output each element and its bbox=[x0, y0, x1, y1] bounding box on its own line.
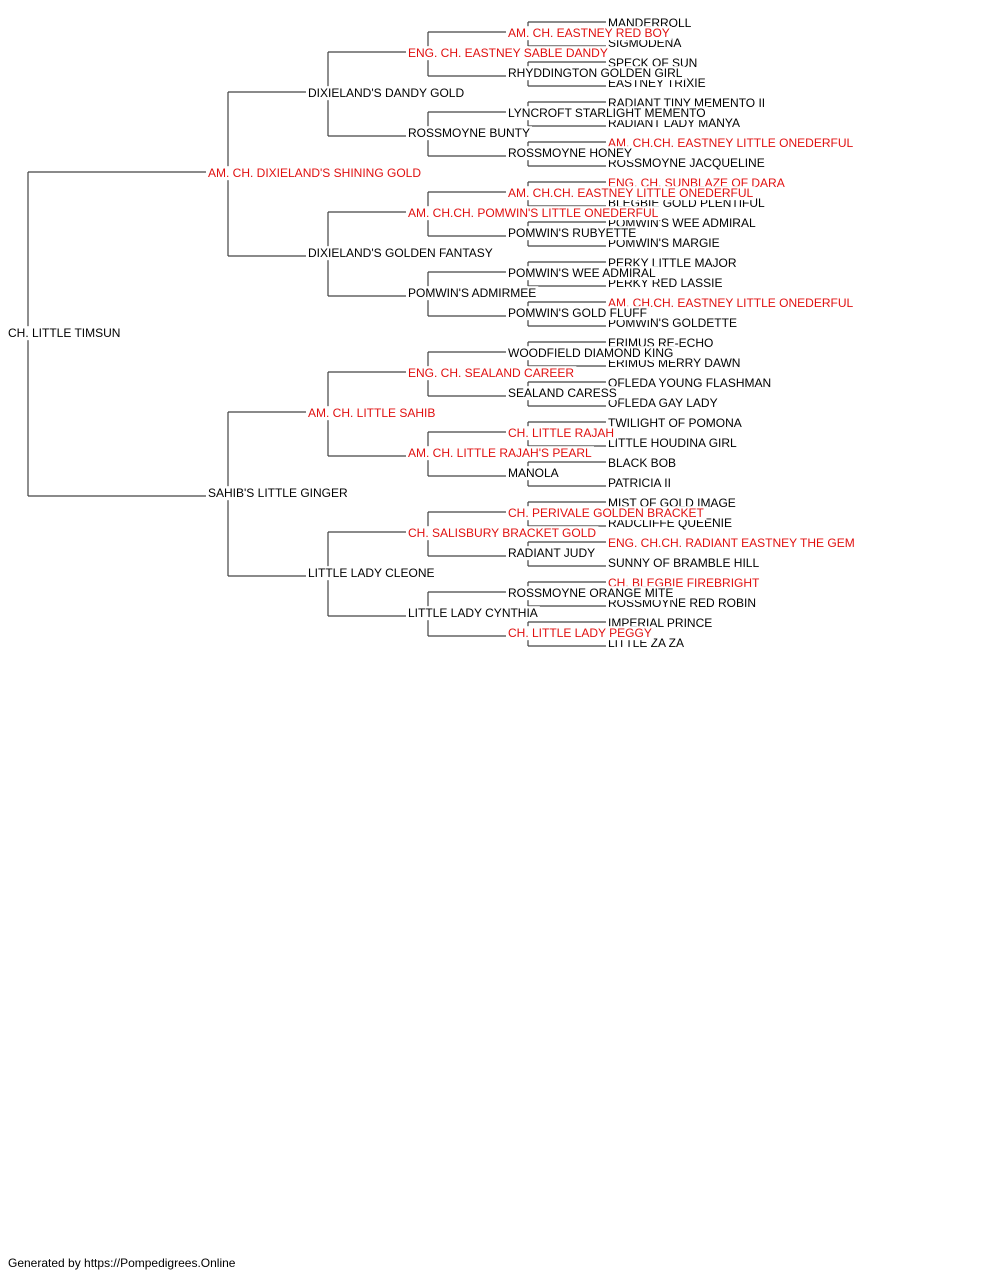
label-background bbox=[406, 526, 599, 541]
dog-name: RHYDDINGTON GOLDEN GIRL bbox=[508, 66, 683, 80]
champion-dog-name: CH. SALISBURY BRACKET GOLD bbox=[408, 526, 596, 540]
champion-dog-name: CH. LITTLE LADY PEGGY bbox=[508, 626, 652, 640]
champion-dog-name: ENG. CH. EASTNEY SABLE DANDY bbox=[408, 46, 608, 60]
champion-dog-name: CH. LITTLE RAJAH bbox=[508, 426, 614, 440]
label-background bbox=[406, 446, 594, 461]
dog-name: RADIANT JUDY bbox=[508, 546, 595, 560]
label-background bbox=[606, 456, 679, 471]
label-background bbox=[506, 346, 676, 361]
label-background bbox=[406, 286, 539, 301]
label-background bbox=[506, 106, 708, 121]
dog-name: BLACK BOB bbox=[608, 456, 676, 470]
label-background bbox=[606, 536, 857, 551]
label-background bbox=[506, 386, 619, 401]
label-background bbox=[206, 486, 350, 501]
champion-dog-name: AM. CH.CH. POMWIN'S LITTLE ONEDERFUL bbox=[408, 206, 659, 220]
label-background bbox=[306, 566, 437, 581]
label-background bbox=[306, 406, 438, 421]
champion-dog-name: CH. PERIVALE GOLDEN BRACKET bbox=[508, 506, 704, 520]
label-background bbox=[406, 366, 577, 381]
label-background bbox=[506, 586, 676, 601]
label-background bbox=[506, 226, 639, 241]
dog-name: OFLEDA YOUNG FLASHMAN bbox=[608, 376, 771, 390]
label-background bbox=[206, 166, 424, 181]
dog-name: ROSSMOYNE JACQUELINE bbox=[608, 156, 765, 170]
label-background bbox=[506, 26, 672, 41]
label-background bbox=[606, 476, 673, 491]
label-background bbox=[606, 136, 856, 151]
dog-name: SAHIB'S LITTLE GINGER bbox=[208, 486, 348, 500]
dog-name: TWILIGHT OF POMONA bbox=[608, 416, 742, 430]
label-background bbox=[506, 66, 685, 81]
label-background bbox=[606, 556, 762, 571]
dog-name: ROSSMOYNE BUNTY bbox=[408, 126, 530, 140]
dog-name: LYNCROFT STARLIGHT MEMENTO bbox=[508, 106, 706, 120]
champion-dog-name: AM. CH.CH. EASTNEY LITTLE ONEDERFUL bbox=[608, 136, 853, 150]
label-background bbox=[306, 246, 495, 261]
dog-name: DIXIELAND'S DANDY GOLD bbox=[308, 86, 464, 100]
champion-dog-name: AM. CH. DIXIELAND'S SHINING GOLD bbox=[208, 166, 421, 180]
dog-name: POMWIN'S GOLD FLUFF bbox=[508, 306, 647, 320]
label-background bbox=[606, 296, 856, 311]
label-background bbox=[506, 266, 658, 281]
champion-dog-name: ENG. CH.CH. RADIANT EASTNEY THE GEM bbox=[608, 536, 855, 550]
label-background bbox=[306, 86, 467, 101]
label-background bbox=[606, 436, 740, 451]
dog-name: LITTLE LADY CLEONE bbox=[308, 566, 435, 580]
label-background bbox=[506, 546, 598, 561]
label-background bbox=[506, 146, 635, 161]
label-background bbox=[606, 156, 767, 171]
footer-credit: Generated by https://Pompedigrees.Online bbox=[8, 1256, 236, 1270]
label-background bbox=[6, 326, 123, 341]
dog-name: SEALAND CARESS bbox=[508, 386, 617, 400]
champion-dog-name: AM. CH. LITTLE SAHIB bbox=[308, 406, 435, 420]
label-background bbox=[506, 506, 707, 521]
label-background bbox=[506, 186, 756, 201]
dog-name: ROSSMOYNE ORANGE MITE bbox=[508, 586, 673, 600]
label-background bbox=[406, 606, 540, 621]
label-background bbox=[506, 426, 617, 441]
dog-name: POMWIN'S RUBYETTE bbox=[508, 226, 636, 240]
label-background bbox=[406, 206, 661, 221]
champion-dog-name: AM. CH.CH. EASTNEY LITTLE ONEDERFUL bbox=[608, 296, 853, 310]
dog-name: DIXIELAND'S GOLDEN FANTASY bbox=[308, 246, 493, 260]
dog-name: PATRICIA II bbox=[608, 476, 671, 490]
champion-dog-name: AM. CH.CH. EASTNEY LITTLE ONEDERFUL bbox=[508, 186, 753, 200]
dog-name: ROSSMOYNE HONEY bbox=[508, 146, 632, 160]
dog-name: MANOLA bbox=[508, 466, 559, 480]
dog-name: LITTLE HOUDINA GIRL bbox=[608, 436, 737, 450]
label-background bbox=[606, 416, 744, 431]
dog-name: CH. LITTLE TIMSUN bbox=[8, 326, 120, 340]
label-background bbox=[506, 626, 654, 641]
label-background bbox=[606, 376, 774, 391]
label-background bbox=[506, 466, 561, 481]
label-background bbox=[406, 46, 610, 61]
dog-name: LITTLE LADY CYNTHIA bbox=[408, 606, 538, 620]
champion-dog-name: AM. CH. LITTLE RAJAH'S PEARL bbox=[408, 446, 592, 460]
champion-dog-name: ENG. CH. SEALAND CAREER bbox=[408, 366, 574, 380]
dog-name: SUNNY OF BRAMBLE HILL bbox=[608, 556, 759, 570]
dog-name: POMWIN'S WEE ADMIRAL bbox=[508, 266, 656, 280]
label-background bbox=[506, 306, 649, 321]
label-background bbox=[606, 396, 720, 411]
champion-dog-name: AM. CH. EASTNEY RED BOY bbox=[508, 26, 670, 40]
label-background bbox=[406, 126, 533, 141]
dog-name: OFLEDA GAY LADY bbox=[608, 396, 718, 410]
dog-name: WOODFIELD DIAMOND KING bbox=[508, 346, 673, 360]
dog-name: POMWIN'S ADMIRMEE bbox=[408, 286, 536, 300]
